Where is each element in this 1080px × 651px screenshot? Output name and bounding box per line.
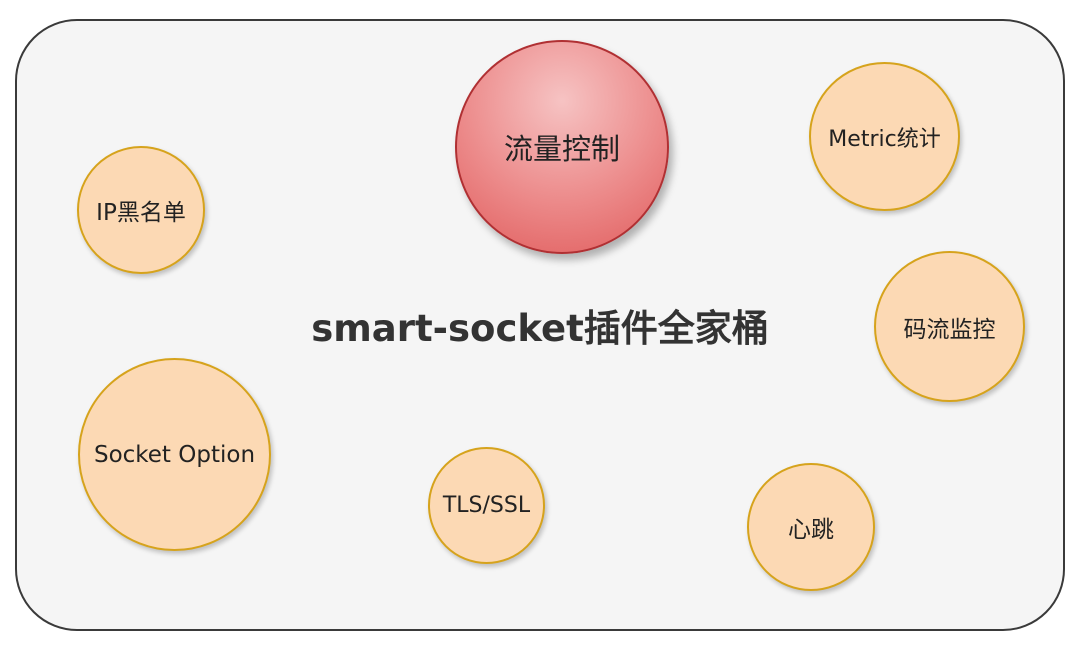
plugin-label-stream-monitor: 码流监控 — [903, 316, 996, 343]
plugin-label-heartbeat: 心跳 — [788, 517, 834, 543]
plugin-label-metric: Metric统计 — [828, 126, 941, 152]
plugin-label-flow-control: 流量控制 — [503, 132, 620, 166]
plugin-bubble-flow-control: 流量控制 — [455, 40, 669, 254]
plugin-bubble-ip-blacklist: IP黑名单 — [77, 146, 205, 274]
plugin-label-ip-blacklist: IP黑名单 — [96, 200, 186, 226]
plugin-label-socket-option: Socket Option — [93, 441, 256, 468]
plugin-bubble-heartbeat: 心跳 — [747, 463, 875, 591]
plugin-bubble-tls-ssl: TLS/SSL — [428, 447, 545, 564]
plugin-bubble-stream-monitor: 码流监控 — [874, 251, 1025, 402]
center-title: smart-socket插件全家桶 — [311, 307, 769, 350]
plugin-bubble-socket-option: Socket Option — [78, 358, 271, 551]
plugin-bubble-metric: Metric统计 — [809, 62, 960, 211]
plugin-label-tls-ssl: TLS/SSL — [442, 493, 531, 518]
